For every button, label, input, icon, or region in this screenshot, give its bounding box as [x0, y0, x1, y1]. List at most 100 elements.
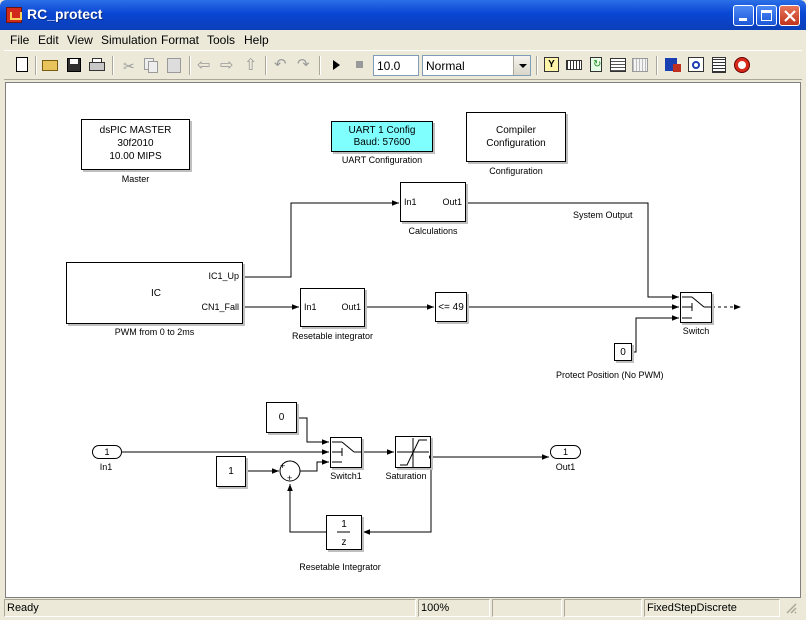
start-simulation-button[interactable] — [326, 55, 346, 75]
ic-port-cn1-fall: CN1_Fall — [201, 302, 239, 312]
toggle-button[interactable] — [630, 55, 650, 75]
forward-icon: ⇨ — [220, 57, 234, 74]
cut-button[interactable]: ✂ — [118, 55, 138, 75]
model-explorer-button[interactable] — [663, 55, 683, 75]
integrator-label: Resetable integrator — [291, 331, 374, 341]
unit-delay-block[interactable]: 1 z — [326, 515, 362, 550]
up-icon: ⇧ — [244, 57, 258, 74]
master-line-1: dsPIC MASTER — [99, 125, 172, 136]
signal-lines: + + — [122, 200, 741, 535]
menu-bar: File Edit View Simulation Format Tools H… — [4, 30, 802, 50]
calculations-block[interactable]: In1 Out1 — [400, 182, 466, 222]
compare-block[interactable]: <= 49 — [435, 292, 467, 322]
maximize-button[interactable] — [756, 5, 777, 26]
menu-format[interactable]: Format — [161, 33, 200, 47]
minimize-button[interactable] — [733, 5, 754, 26]
resize-grip-icon[interactable] — [782, 599, 802, 617]
const-zero-value: 0 — [278, 412, 285, 423]
simulation-mode-select[interactable]: Normal — [422, 55, 531, 76]
refresh-button[interactable]: ↻ — [586, 55, 606, 75]
save-button[interactable] — [64, 55, 84, 75]
status-bar: Ready 100% FixedStepDiscrete — [4, 599, 802, 617]
print-button[interactable] — [87, 55, 107, 75]
out1-port[interactable]: 1 — [550, 445, 581, 459]
minimize-icon — [739, 18, 747, 21]
in1-label: In1 — [99, 462, 113, 472]
paste-button[interactable] — [164, 55, 184, 75]
compiler-label: Configuration — [489, 166, 543, 176]
toolbar-separator — [319, 56, 321, 75]
back-button[interactable]: ⇦ — [195, 55, 215, 75]
toolbar-separator — [656, 56, 658, 75]
help-button[interactable] — [732, 55, 752, 75]
back-icon: ⇦ — [197, 57, 211, 74]
toolbar-separator — [35, 56, 37, 75]
toggle-icon — [632, 58, 648, 72]
cut-icon: ✂ — [123, 58, 135, 74]
paste-icon — [167, 58, 181, 73]
compiler-config-block[interactable]: Compiler Configuration — [466, 112, 566, 162]
switch1-block[interactable] — [330, 437, 362, 468]
menu-simulation[interactable]: Simulation — [101, 33, 158, 47]
undo-button[interactable]: ↶ — [271, 55, 291, 75]
up-button[interactable]: ⇧ — [241, 55, 261, 75]
saturation-block[interactable] — [395, 436, 431, 468]
const-one-block[interactable]: 1 — [216, 456, 246, 487]
signal-ic1up-to-calculations — [243, 200, 399, 278]
saturation-symbol — [397, 438, 429, 467]
model-canvas[interactable] — [5, 82, 801, 598]
uart-config-block[interactable]: UART 1 Config Baud: 57600 — [331, 121, 433, 152]
open-button[interactable] — [40, 55, 60, 75]
ic-block[interactable]: IC IC1_Up CN1_Fall — [66, 262, 243, 324]
master-line-2: 30f2010 — [117, 138, 154, 149]
debugger-button[interactable] — [686, 55, 706, 75]
in1-port[interactable]: 1 — [92, 445, 122, 459]
menu-edit[interactable]: Edit — [38, 33, 59, 47]
switch-block[interactable] — [680, 292, 712, 323]
build-button[interactable]: Y — [542, 55, 562, 75]
new-button[interactable] — [12, 55, 32, 75]
start-icon — [333, 60, 340, 70]
menu-tools[interactable]: Tools — [207, 33, 236, 47]
simulink-app-icon[interactable] — [6, 7, 22, 23]
master-block[interactable]: dsPIC MASTER 30f2010 10.00 MIPS — [81, 119, 190, 170]
signal-system-output — [466, 202, 679, 300]
switch1-label: Switch1 — [330, 471, 362, 481]
build-icon: Y — [544, 57, 559, 72]
signal-protect-to-switch — [632, 315, 679, 353]
signal-feedback — [363, 457, 432, 535]
menu-view[interactable]: View — [67, 33, 93, 47]
undo-icon: ↶ — [274, 56, 287, 73]
const-zero-block[interactable]: 0 — [266, 402, 297, 433]
switch-label: Switch — [682, 326, 710, 336]
protect-label: Protect Position (No PWM) — [556, 370, 664, 380]
protect-constant-block[interactable]: 0 — [614, 343, 632, 361]
zoom-level: 100% — [418, 599, 490, 617]
delay-numerator: 1 — [341, 519, 347, 530]
reports-button[interactable] — [709, 55, 729, 75]
protect-constant-value: 0 — [620, 347, 626, 358]
window-title: RC_protect — [27, 6, 103, 22]
library-browser-button[interactable] — [564, 55, 584, 75]
chevron-down-icon[interactable] — [513, 56, 530, 75]
calculations-out-port: Out1 — [442, 197, 462, 207]
const-one-value: 1 — [228, 466, 234, 477]
toolbar-separator — [112, 56, 114, 75]
status-empty-2 — [564, 599, 642, 617]
stop-time-input[interactable]: 10.0 — [373, 55, 419, 76]
uart-line-1: UART 1 Config — [348, 125, 416, 136]
title-bar[interactable]: RC_protect — [0, 0, 806, 30]
compiler-line-2: Configuration — [486, 138, 546, 149]
calculations-label: Calculations — [408, 226, 458, 236]
forward-button[interactable]: ⇨ — [218, 55, 238, 75]
stop-simulation-button[interactable] — [350, 55, 370, 75]
resetable-integrator-block[interactable]: In1 Out1 — [300, 288, 365, 327]
menu-help[interactable]: Help — [244, 33, 269, 47]
print-icon — [89, 62, 105, 71]
copy-button[interactable] — [141, 55, 161, 75]
redo-button[interactable]: ↷ — [294, 55, 314, 75]
update-diagram-button[interactable] — [608, 55, 628, 75]
sum-sign-1: + — [280, 461, 285, 471]
menu-file[interactable]: File — [10, 33, 30, 47]
close-button[interactable] — [779, 5, 800, 26]
